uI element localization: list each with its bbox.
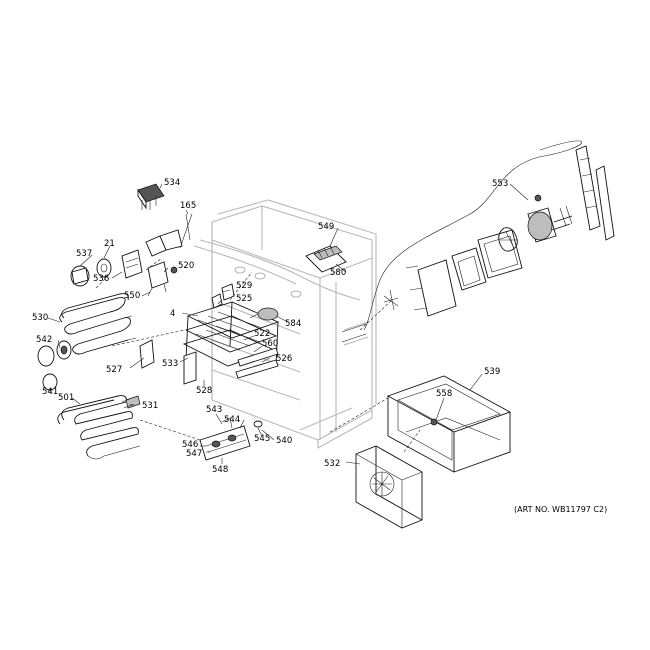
label-527: 527: [106, 365, 122, 375]
part-584-light: [249, 307, 279, 321]
callout-labels: 534 165 537 21 536 520 550 529 525 4 530…: [32, 178, 607, 514]
label-560: 560: [262, 339, 278, 349]
label-584: 584: [285, 319, 301, 329]
label-528: 528: [196, 386, 212, 396]
part-165-bracket: [145, 213, 193, 257]
label-545: 545: [254, 434, 270, 444]
label-534: 534: [164, 178, 180, 188]
label-553: 553: [492, 179, 508, 189]
part-536-switch: [121, 249, 143, 279]
label-4: 4: [170, 309, 175, 319]
label-543: 543: [206, 405, 222, 415]
label-21: 21: [104, 239, 115, 249]
label-526: 526: [276, 354, 292, 364]
art-number: (ART NO. WB11797 C2): [514, 505, 607, 514]
label-580: 580: [330, 268, 346, 278]
label-525: 525: [236, 294, 252, 304]
part-532-cover: [355, 445, 423, 529]
label-550: 550: [124, 291, 140, 301]
part-rack-assembly: [182, 301, 280, 385]
part-534-switch: [137, 183, 165, 210]
label-547: 547: [186, 449, 202, 459]
label-542: 542: [36, 335, 52, 345]
label-536: 536: [93, 274, 109, 284]
part-21-ring: [96, 258, 112, 278]
part-539-housing: [386, 375, 512, 473]
label-541: 541: [42, 387, 58, 397]
label-546: 546: [182, 440, 198, 450]
label-548: 548: [212, 465, 228, 475]
part-530-element: [59, 293, 137, 355]
part-531-terminal: [121, 397, 135, 409]
label-530: 530: [32, 313, 48, 323]
part-529-525-clips: [211, 283, 235, 309]
label-533: 533: [162, 359, 178, 369]
label-165: 165: [180, 201, 196, 211]
label-531: 531: [142, 401, 158, 411]
label-537: 537: [76, 249, 92, 259]
label-558: 558: [436, 389, 452, 399]
label-522: 522: [254, 329, 270, 339]
part-527-bracket: [139, 339, 155, 369]
leader-lines: [47, 183, 529, 465]
label-549: 549: [318, 222, 334, 232]
part-537-knob: [70, 265, 90, 287]
part-520-thermostat: [147, 261, 178, 297]
part-553-convection-assembly: [363, 140, 615, 331]
part-501-element: [57, 395, 141, 460]
label-544: 544: [224, 415, 240, 425]
label-520: 520: [178, 261, 194, 271]
part-542-knob: [37, 340, 72, 367]
part-latch-assembly: [199, 417, 263, 461]
label-529: 529: [236, 281, 252, 291]
part-549-blower: [305, 245, 347, 273]
label-539: 539: [484, 367, 500, 377]
label-501: 501: [58, 393, 74, 403]
label-532: 532: [324, 459, 340, 469]
label-540: 540: [276, 436, 292, 446]
